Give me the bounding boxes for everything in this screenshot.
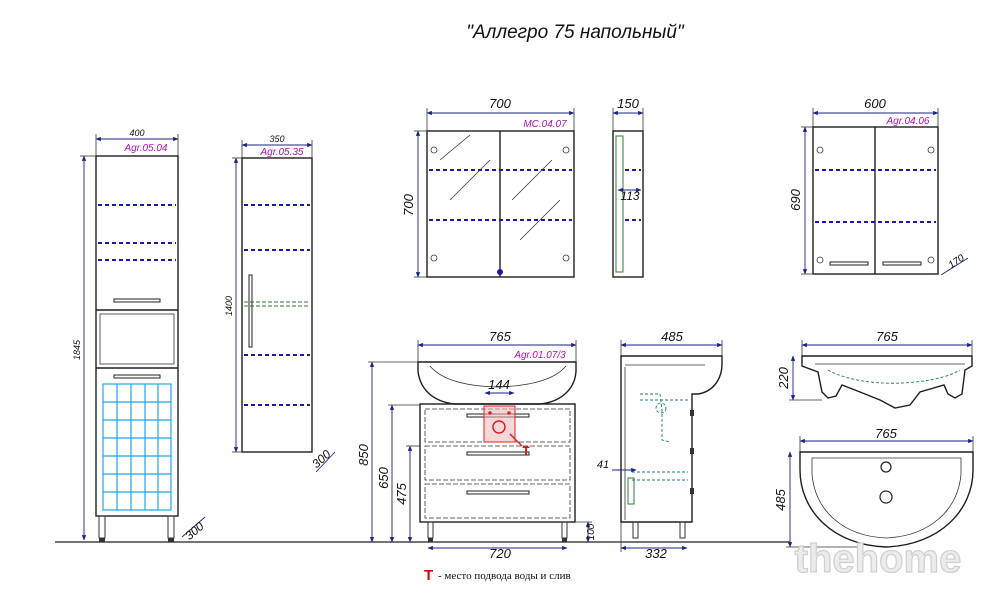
- narrow-cabinet-code: Agr.05.35: [260, 147, 304, 158]
- vanity-inner: 144: [488, 377, 510, 392]
- vanity-side: 485 41 332: [597, 329, 723, 561]
- water-connection-zone: [483, 405, 516, 443]
- t-marker: T: [522, 444, 530, 458]
- vanity-side-offset: 41: [597, 459, 609, 471]
- vanity-code: Agr.01.07/3: [513, 350, 566, 361]
- tall-cabinet-depth: 300: [182, 519, 207, 543]
- basin-top-view: 765 485: [773, 426, 974, 548]
- mirror-side-inner: 113: [620, 189, 639, 203]
- wall-cabinet-height: 690: [788, 188, 803, 210]
- drawing-title: "Аллегро 75 напольный": [466, 22, 685, 43]
- legend-text: - место подвода воды и слив: [438, 570, 571, 582]
- tall-cabinet-height: 1845: [72, 339, 82, 360]
- tall-cabinet-width: 400: [129, 128, 144, 138]
- vanity-side-bottom-depth: 332: [645, 546, 667, 561]
- mirror-cabinet-code: MC.04.07: [523, 119, 567, 130]
- tall-cabinet: 400 Agr.05.04 1845 300: [72, 128, 207, 543]
- mirror-side-view: 150 113: [612, 96, 644, 278]
- tall-cabinet-code: Agr.05.04: [124, 143, 168, 154]
- legend-marker: T: [424, 567, 433, 584]
- mirror-cabinet-height: 700: [401, 193, 416, 215]
- narrow-cabinet: 350 Agr.05.35 1400 300: [224, 134, 336, 473]
- basin-side-height: 220: [776, 366, 791, 389]
- wall-cabinet-width: 600: [864, 96, 886, 111]
- basin-side-profile: 765 220: [776, 329, 973, 409]
- mirror-cabinet: 700 MC.04.07 700: [401, 96, 575, 278]
- wall-cabinet-depth: 170: [947, 252, 967, 271]
- vanity-height-475: 475: [394, 482, 409, 504]
- basin-side-width: 765: [876, 329, 898, 344]
- vanity-side-depth: 485: [661, 329, 683, 344]
- laundry-basket: [102, 383, 172, 511]
- watermark: thehome: [795, 537, 962, 581]
- vanity-height-850: 850: [356, 443, 371, 465]
- mirror-side-depth: 150: [617, 96, 639, 111]
- mirror-cabinet-width: 700: [489, 96, 511, 111]
- basin-top-depth: 485: [773, 488, 788, 510]
- wall-cabinet: 600 Agr.04.06 690 170: [788, 96, 969, 276]
- vanity-front: 765 Agr.01.07/3 144 T 720 850 650 475: [356, 329, 597, 561]
- vanity-bottom-width: 720: [489, 546, 511, 561]
- narrow-cabinet-depth: 300: [309, 447, 333, 471]
- vanity-height-650: 650: [376, 466, 391, 488]
- legend: T - место подвода воды и слив: [424, 567, 571, 584]
- vanity-height-100: 100: [586, 523, 597, 540]
- narrow-cabinet-width: 350: [269, 134, 284, 144]
- narrow-cabinet-height: 1400: [224, 296, 234, 316]
- vanity-width: 765: [489, 329, 511, 344]
- wall-cabinet-code: Agr.04.06: [886, 116, 930, 127]
- basin-top-width: 765: [875, 426, 897, 441]
